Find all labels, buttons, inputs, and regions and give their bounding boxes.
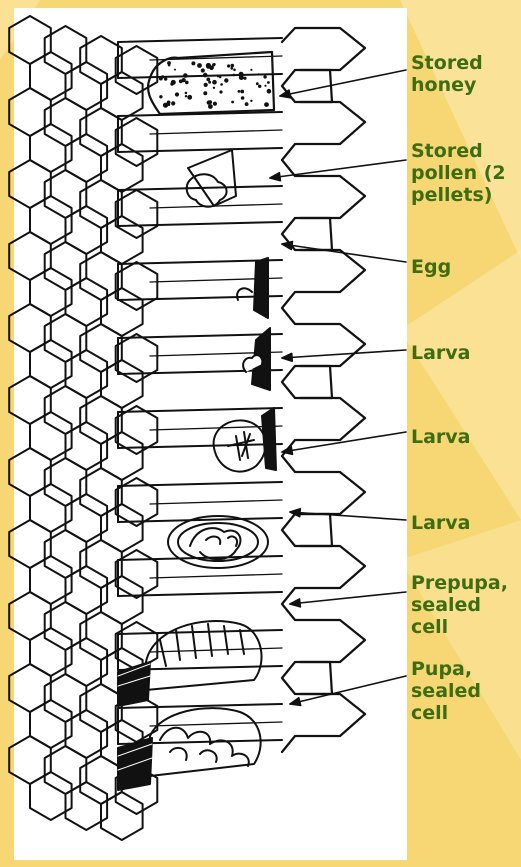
young-larva bbox=[243, 328, 270, 390]
honey-dot bbox=[256, 82, 259, 85]
larva-cell-6 bbox=[168, 516, 268, 568]
arrow-head bbox=[282, 242, 293, 250]
cell-edge bbox=[150, 500, 282, 504]
honey-dot bbox=[206, 63, 211, 68]
cell-edge bbox=[150, 130, 282, 134]
honey-dot bbox=[263, 75, 266, 78]
honey-dot bbox=[240, 90, 244, 94]
label-prepupa: Prepupa, sealed cell bbox=[411, 572, 519, 638]
arrow-head bbox=[282, 353, 292, 361]
honey-dot bbox=[264, 85, 266, 87]
honey-dot bbox=[212, 63, 215, 66]
honey-dot bbox=[185, 92, 188, 95]
honey-dot bbox=[224, 78, 228, 82]
honey-dot bbox=[231, 64, 235, 68]
honey-dot bbox=[241, 96, 245, 100]
honey-dot bbox=[163, 103, 168, 108]
cell-edge bbox=[118, 38, 282, 42]
honey-dot bbox=[185, 95, 187, 97]
arrow-line bbox=[282, 244, 406, 262]
comb-face-hexagons bbox=[9, 16, 157, 840]
honey-dot bbox=[174, 69, 176, 71]
cell-edge bbox=[118, 74, 282, 78]
egg bbox=[237, 258, 268, 318]
honey-dot bbox=[258, 73, 260, 75]
honey-dot bbox=[231, 101, 234, 104]
cell-edge bbox=[150, 574, 282, 578]
honey-dot bbox=[213, 87, 215, 89]
honey-dot bbox=[175, 92, 179, 96]
honey-dot bbox=[217, 76, 219, 78]
honey-dot bbox=[208, 104, 213, 109]
honey-dot bbox=[230, 67, 233, 70]
label-arrows bbox=[270, 70, 406, 706]
honey-dot bbox=[227, 64, 230, 67]
honey-dot bbox=[170, 82, 173, 85]
honey-dot bbox=[268, 91, 270, 93]
honey-dot bbox=[164, 77, 167, 80]
cell-edge bbox=[150, 722, 282, 726]
honey-dot bbox=[201, 68, 205, 72]
arrow-line bbox=[282, 432, 406, 452]
label-stored-pollen-line3: pellets) bbox=[411, 184, 519, 206]
honey-dot bbox=[233, 74, 236, 77]
honey-dot bbox=[182, 78, 186, 82]
honey-dot bbox=[264, 102, 269, 107]
honey-dot bbox=[203, 91, 207, 95]
arrow-line bbox=[290, 512, 406, 520]
arrow-head bbox=[270, 173, 280, 181]
cell-edge bbox=[118, 630, 282, 634]
honey-dot bbox=[187, 95, 192, 100]
label-larva-3: Larva bbox=[411, 512, 519, 534]
pollen-pellets bbox=[187, 150, 236, 207]
honey-dot bbox=[245, 102, 249, 106]
honey-dot bbox=[258, 85, 261, 88]
honey-dot bbox=[159, 95, 162, 98]
honey-dot bbox=[207, 100, 211, 104]
honey-dot bbox=[185, 81, 189, 85]
honey-dot bbox=[267, 81, 270, 84]
larva-cell-5 bbox=[214, 408, 276, 472]
cell-back-wall bbox=[282, 28, 365, 752]
arrow-head bbox=[290, 599, 300, 607]
label-egg: Egg bbox=[411, 256, 519, 278]
honey-dot bbox=[183, 73, 188, 78]
label-larva-1: Larva bbox=[411, 342, 519, 364]
honey-dot bbox=[197, 63, 202, 68]
label-stored-honey: Stored honey bbox=[411, 52, 519, 96]
pupa bbox=[118, 708, 261, 790]
honey-dot bbox=[219, 76, 221, 78]
honey-dot bbox=[191, 61, 195, 65]
arrow-line bbox=[280, 70, 406, 96]
label-larva-2: Larva bbox=[411, 426, 519, 448]
honey-dot bbox=[219, 90, 222, 93]
label-pupa: Pupa, sealed cell bbox=[411, 658, 519, 724]
arrow-line bbox=[290, 592, 406, 604]
arrow-line bbox=[282, 350, 406, 358]
honey-dot bbox=[233, 69, 236, 72]
honey-dot bbox=[159, 77, 163, 81]
honey-dot bbox=[206, 78, 210, 82]
arrow-head bbox=[290, 698, 301, 706]
honey-dot bbox=[168, 64, 171, 67]
cell-edge bbox=[118, 704, 282, 708]
honey-dot bbox=[167, 103, 170, 106]
cell-edge bbox=[118, 222, 282, 226]
honey-dot bbox=[243, 77, 246, 80]
label-stored-pollen: Stored pollen (2 Egg bbox=[411, 140, 519, 184]
honey-dot bbox=[238, 90, 241, 93]
cell-edge bbox=[118, 148, 282, 152]
honey-dot bbox=[239, 75, 244, 80]
honey-dot bbox=[212, 80, 217, 85]
honey-dot bbox=[250, 69, 252, 71]
honey-dot bbox=[250, 100, 252, 102]
honey-dot bbox=[203, 73, 208, 78]
honey-dot bbox=[220, 83, 223, 86]
honey-dot bbox=[171, 101, 175, 105]
honey-dot bbox=[213, 102, 217, 106]
honey-dot bbox=[204, 83, 208, 87]
honey-contents bbox=[148, 52, 274, 114]
cell-edge bbox=[118, 334, 282, 338]
